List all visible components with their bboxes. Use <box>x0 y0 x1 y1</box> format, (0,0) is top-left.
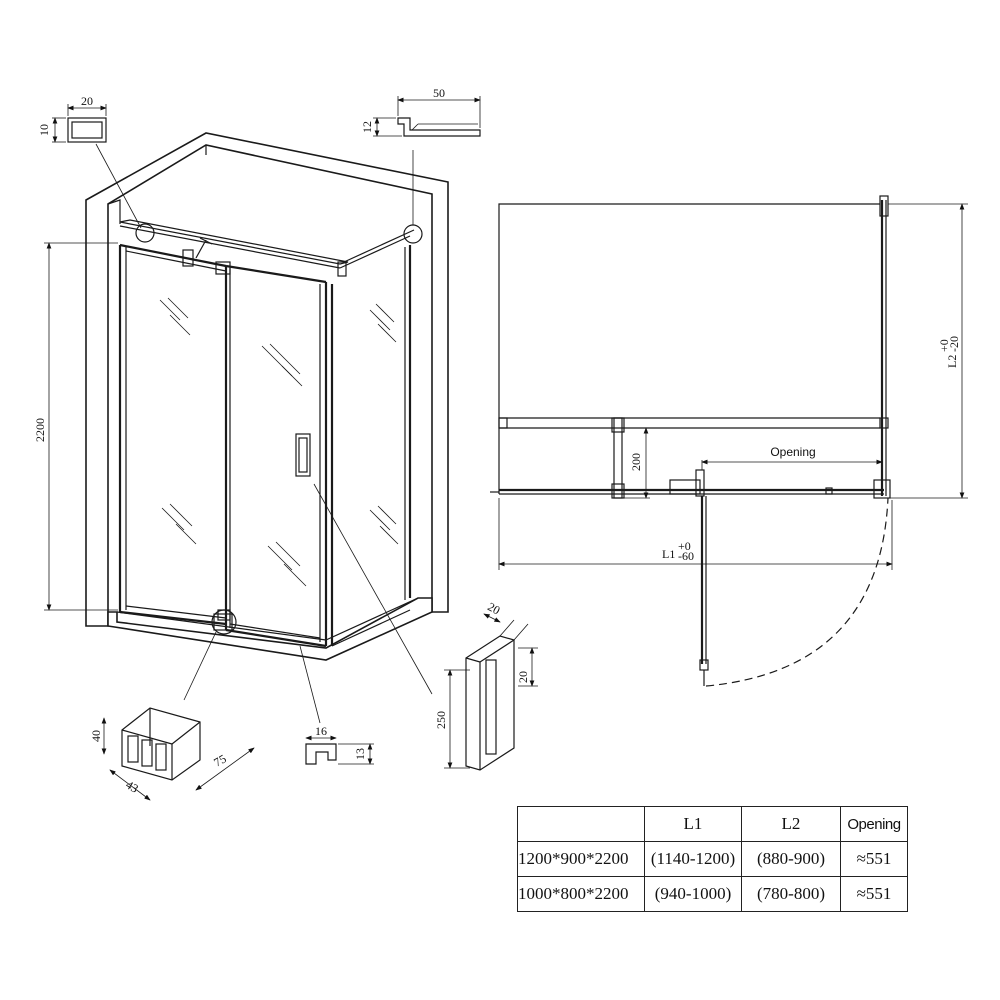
table-cell: (780-800) <box>741 876 841 912</box>
handle-offset-label: 20 <box>516 671 530 683</box>
isometric-view: 2200 <box>33 132 449 724</box>
table-header-cell: L1 <box>644 806 742 842</box>
door-swing-arc <box>705 497 889 687</box>
table-header-row: L1 L2 Opening <box>517 806 908 842</box>
detail-wall-profile: 50 12 <box>360 86 481 137</box>
l2-tol-lower: -20 <box>947 336 961 352</box>
table-cell: (1140-1200) <box>644 841 742 877</box>
l1-tol-upper: +0 <box>678 539 691 553</box>
detail-hinge: 40 43 75 <box>89 707 255 801</box>
hinge-height-label: 40 <box>89 730 103 742</box>
profile-width-label: 20 <box>81 94 93 108</box>
profile-height-label: 10 <box>37 124 51 136</box>
table-cell: (880-900) <box>741 841 841 877</box>
detail-top-profile: 20 10 <box>37 94 107 143</box>
hinge-depth-label: 43 <box>123 777 141 795</box>
plan-offset-label: 200 <box>629 453 643 471</box>
l1-label: L1 <box>662 547 675 561</box>
glass-reflection-marks <box>159 297 399 587</box>
table-cell: ≈551 <box>840 841 908 877</box>
l1-tol-lower: -60 <box>678 549 694 563</box>
height-dim-label: 2200 <box>33 418 47 442</box>
size-spec-table: L1 L2 Opening 1200*900*2200 (1140-1200) … <box>517 806 908 912</box>
bottom-profile-height-label: 13 <box>353 748 367 760</box>
handle-length-label: 250 <box>434 711 448 729</box>
detail-handle: 20 20 250 <box>434 599 538 771</box>
wall-profile-height-label: 12 <box>360 121 374 133</box>
table-header-cell: Opening <box>840 806 908 842</box>
table-cell: (940-1000) <box>644 876 742 912</box>
table-header-cell: L2 <box>741 806 841 842</box>
handle-depth-label: 20 <box>485 599 502 617</box>
door-handle <box>295 433 311 477</box>
table-cell: 1200*900*2200 <box>517 841 645 877</box>
l2-tol-upper: +0 <box>937 339 951 352</box>
table-header-cell <box>517 806 645 842</box>
detail-bottom-profile: 16 13 <box>305 724 374 765</box>
back-wall <box>85 132 449 627</box>
table-row: 1000*800*2200 (940-1000) (780-800) ≈551 <box>517 876 908 912</box>
shower-tray <box>107 597 433 661</box>
top-support-bar <box>119 219 349 265</box>
opening-dim-label: Opening <box>770 445 815 459</box>
bottom-profile-width-label: 16 <box>315 724 327 738</box>
table-row: 1200*900*2200 (1140-1200) (880-900) ≈551 <box>517 841 908 877</box>
hinge-length-label: 75 <box>211 751 228 769</box>
l2-label: L2 <box>945 355 959 368</box>
table-cell: 1000*800*2200 <box>517 876 645 912</box>
table-cell: ≈551 <box>840 876 908 912</box>
plan-view: 200 Opening L1 +0 -60 L2 +0 -20 <box>490 195 968 687</box>
wall-profile-width-label: 50 <box>433 86 445 100</box>
